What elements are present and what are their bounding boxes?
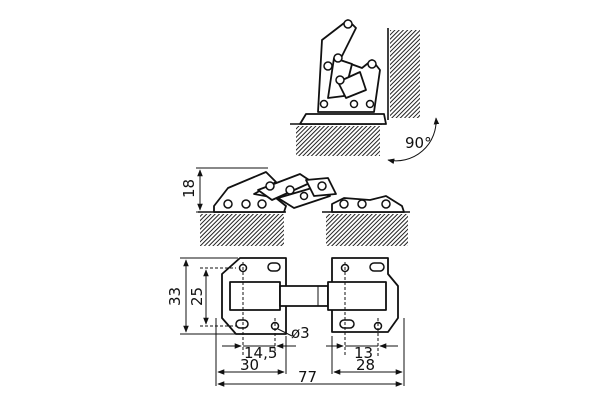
- side-hole-2: [241, 199, 251, 209]
- top-pivot-7: [319, 99, 329, 109]
- dia-label: ø3: [291, 324, 310, 342]
- side-view: 18: [180, 167, 410, 246]
- top-pivot-4: [367, 59, 377, 69]
- plan-right-knuckle: [327, 281, 387, 311]
- dim28-label: 28: [356, 356, 375, 374]
- side-left-hatch: [200, 214, 284, 246]
- slot-left-top: [267, 262, 281, 272]
- slot-right-bottom: [339, 319, 355, 329]
- side-hole-3: [257, 199, 267, 209]
- top-door-hatch: [390, 30, 420, 118]
- angle-arc: [387, 117, 440, 165]
- dim14-label: 14,5: [244, 344, 277, 362]
- slot-right-top: [369, 262, 385, 272]
- top-pivot-6: [349, 99, 359, 109]
- top-cabinet-hatch: [296, 126, 380, 156]
- dim77-label: 77: [298, 368, 317, 386]
- side-hole-4: [339, 199, 349, 209]
- top-pivot-1: [343, 19, 353, 29]
- top-view: 90°: [290, 19, 440, 165]
- top-pivot-2: [323, 61, 333, 71]
- side-pivot-3: [317, 181, 327, 191]
- dia-leader: [277, 328, 293, 337]
- plan-left-knuckle: [229, 281, 281, 311]
- dim13-label: 13: [354, 344, 373, 362]
- dim30-label: 30: [240, 356, 259, 374]
- top-pivot-3: [333, 53, 343, 63]
- top-pivot-8: [365, 99, 375, 109]
- angle-label: 90°: [405, 134, 432, 152]
- plan-view: 33 25 ø3 14,5 13 30 28 77: [166, 257, 405, 387]
- side-pivot-2: [285, 185, 295, 195]
- side-pivot-1: [265, 181, 275, 191]
- top-hinge-base: [299, 113, 387, 125]
- plan-center-bar: [279, 285, 329, 307]
- dim33-label: 33: [166, 287, 184, 306]
- side-pivot-4: [299, 191, 309, 201]
- side-hole-6: [381, 199, 391, 209]
- side-right-hatch: [326, 214, 408, 246]
- dim18-label: 18: [180, 179, 198, 198]
- dim25-label: 25: [188, 287, 206, 306]
- top-pivot-5: [335, 75, 345, 85]
- side-hole-1: [223, 199, 233, 209]
- side-hole-5: [357, 199, 367, 209]
- slot-left-bottom: [235, 319, 249, 329]
- top-hinge-link: [337, 71, 367, 99]
